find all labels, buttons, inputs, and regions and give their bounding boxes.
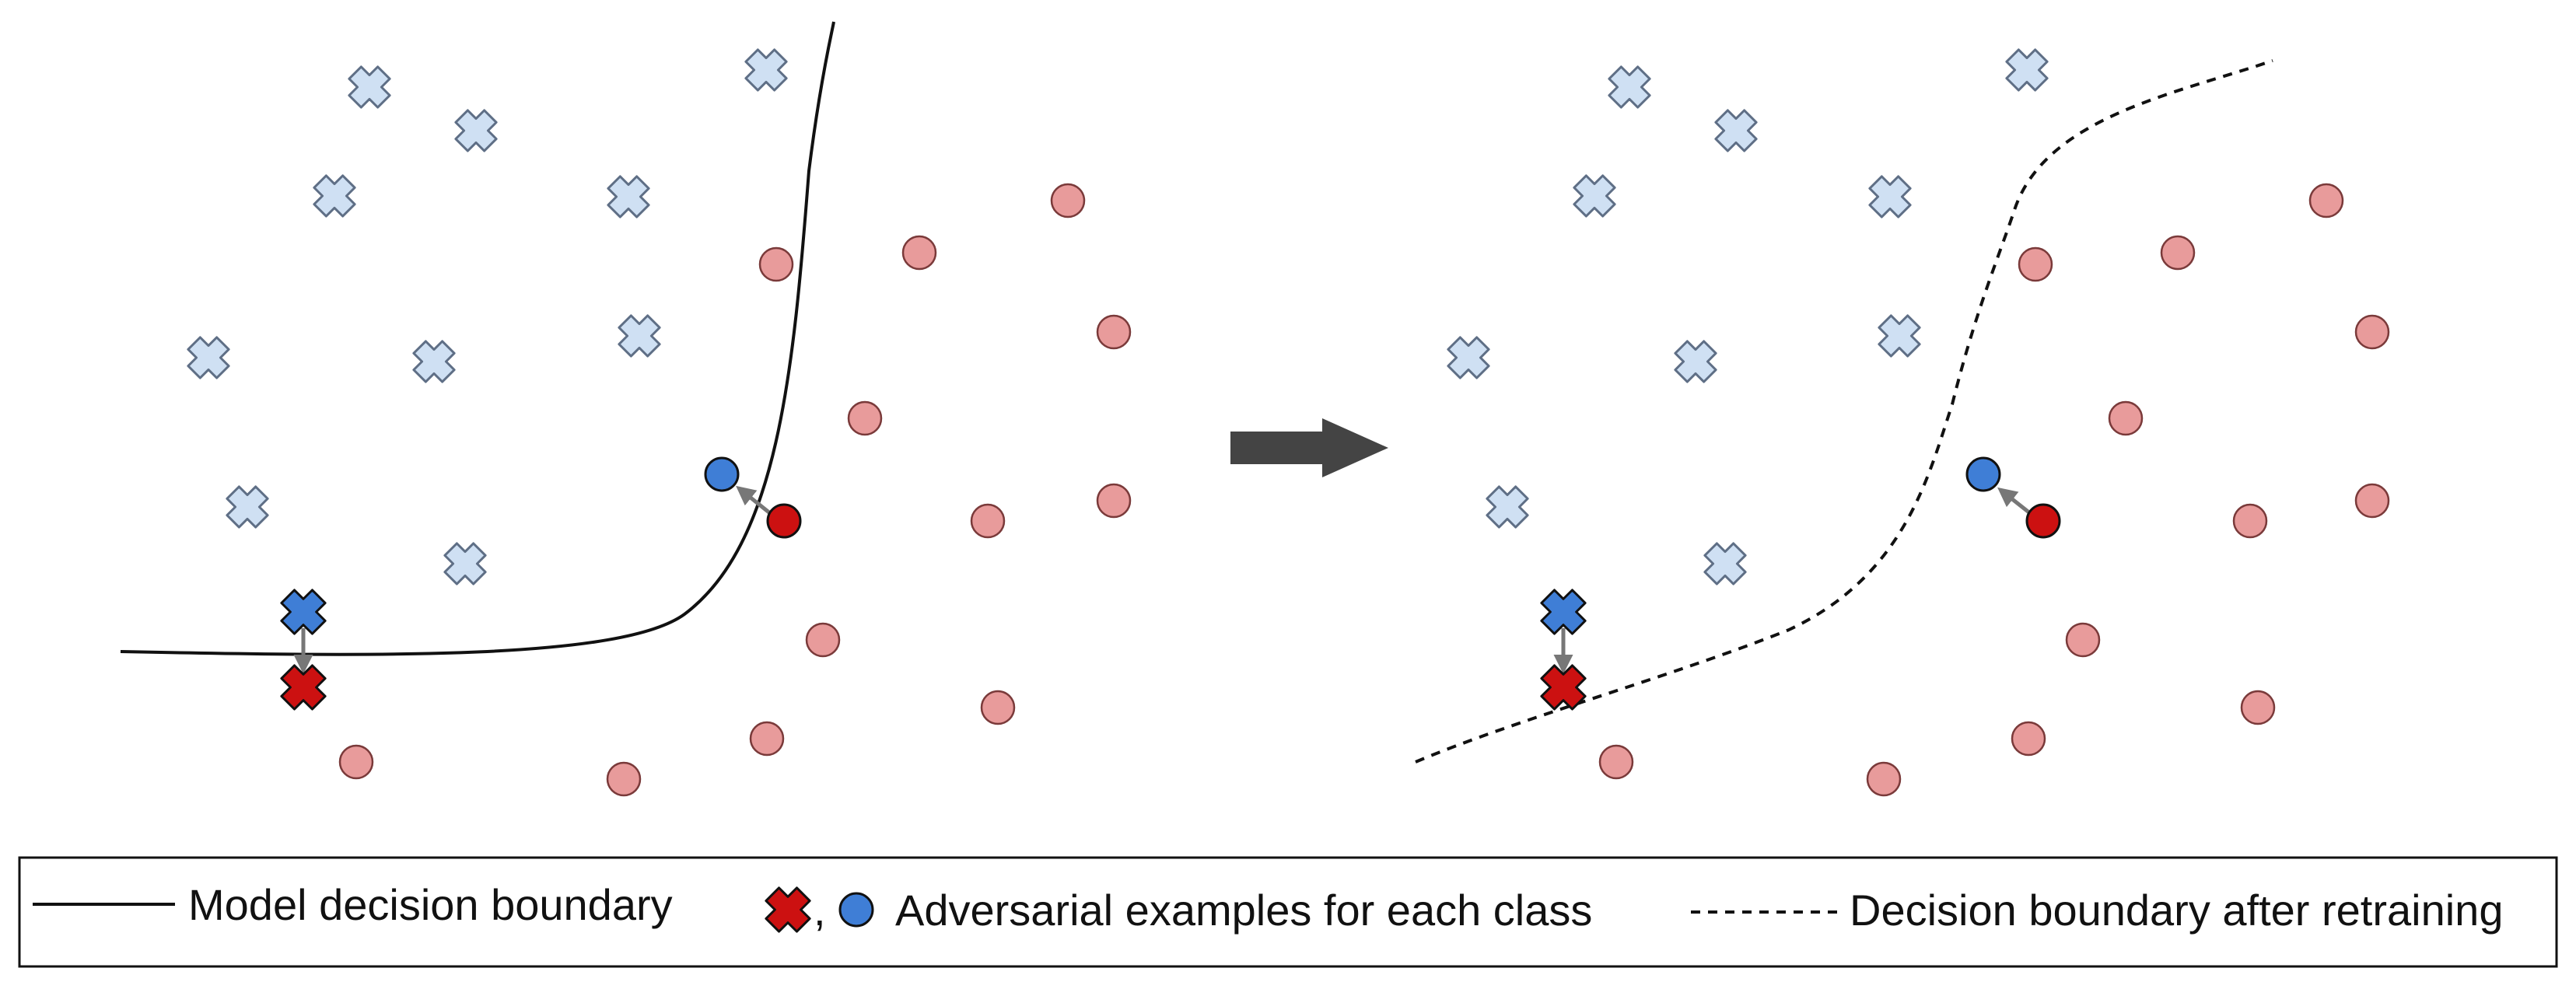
- adversarial-red-x-mark-icon: [280, 664, 327, 711]
- class-a-x-mark-icon: [1486, 485, 1529, 529]
- class-b-circle-icon: [901, 235, 937, 271]
- right-adversarial-cross-perturbed: [1540, 664, 1587, 711]
- class-a-x-mark-icon: [1674, 340, 1717, 383]
- class-b-circle-icon: [2160, 235, 2196, 271]
- class-b-circle-icon: [2018, 246, 2053, 282]
- class-a-x-mark-icon: [443, 542, 487, 585]
- right-class-b-points: [1598, 183, 2390, 797]
- class-a-x-mark-icon: [1868, 175, 1912, 218]
- class-a-x-mark-icon: [313, 174, 356, 218]
- class-a-x-mark-icon: [744, 48, 788, 92]
- right-adversarial-cross-original: [1540, 589, 1587, 635]
- right-panel: [1415, 48, 2390, 797]
- right-adversarial-circle-pair: [1965, 456, 2061, 539]
- class-b-circle-icon: [1096, 483, 1132, 519]
- right-adversarial-circle-original: [2025, 503, 2061, 539]
- class-b-circle-icon: [2232, 503, 2268, 539]
- class-b-circle-icon: [805, 622, 841, 658]
- class-a-x-mark-icon: [2005, 48, 2049, 92]
- class-a-x-mark-icon: [1878, 314, 1921, 358]
- class-a-x-mark-icon: [618, 314, 661, 358]
- legend-box: [18, 856, 2558, 968]
- right-arrow-icon: [1230, 418, 1388, 477]
- class-a-x-mark-icon: [187, 336, 230, 379]
- class-b-circle-icon: [2240, 690, 2276, 725]
- class-b-circle-icon: [2308, 183, 2344, 218]
- left-adversarial-cross-original: [280, 589, 327, 635]
- class-b-circle-icon: [1866, 761, 1902, 797]
- class-b-circle-icon: [1096, 314, 1132, 350]
- class-a-x-mark-icon: [454, 109, 498, 152]
- legend-separator: ,: [814, 886, 826, 935]
- right-perturbation-arrow-circle: [1997, 487, 2032, 515]
- class-a-x-mark-icon: [226, 485, 269, 529]
- class-b-circle-icon: [2011, 721, 2046, 757]
- class-a-x-mark-icon: [1703, 542, 1747, 585]
- left-perturbation-arrow-circle: [736, 485, 772, 515]
- class-b-circle-icon: [2065, 622, 2101, 658]
- model-decision-boundary: [120, 21, 835, 656]
- class-b-circle-icon: [2354, 314, 2390, 350]
- adversarial-blue-x-mark-icon: [280, 589, 327, 635]
- class-a-x-mark-icon: [348, 65, 391, 109]
- class-b-circle-icon: [2108, 400, 2144, 436]
- legend-adversarial-label: Adversarial examples for each class: [895, 886, 1592, 935]
- right-adversarial-circle-perturbed: [1965, 456, 2001, 492]
- class-b-circle-icon: [980, 690, 1016, 725]
- left-adversarial-cross-pair: [280, 589, 327, 711]
- right-class-a-points: [1447, 48, 2049, 585]
- legend-blue-circle-icon: [838, 892, 874, 928]
- class-a-x-mark-icon: [412, 340, 456, 383]
- legend-solid-label: Model decision boundary: [188, 880, 673, 929]
- class-b-circle-icon: [606, 761, 642, 797]
- left-class-b-points: [338, 183, 1132, 797]
- retrained-decision-boundary: [1415, 59, 2273, 764]
- left-adversarial-circle-pair: [704, 456, 802, 539]
- left-adversarial-circle-original: [766, 503, 802, 539]
- class-b-circle-icon: [970, 503, 1006, 539]
- class-b-circle-icon: [847, 400, 883, 436]
- class-b-circle-icon: [758, 246, 794, 282]
- class-b-circle-icon: [1598, 744, 1634, 780]
- left-adversarial-circle-perturbed: [704, 456, 740, 492]
- left-class-a-points: [187, 48, 788, 585]
- right-adversarial-cross-pair: [1540, 589, 1587, 711]
- legend-red-cross-icon: [765, 886, 811, 933]
- class-b-circle-icon: [749, 721, 785, 757]
- left-adversarial-cross-perturbed: [280, 664, 327, 711]
- legend-dashed-label: Decision boundary after retraining: [1850, 886, 2503, 935]
- class-b-circle-icon: [1050, 183, 1086, 218]
- class-b-circle-icon: [338, 744, 374, 780]
- class-a-x-mark-icon: [1447, 336, 1490, 379]
- adversarial-blue-x-mark-icon: [1540, 589, 1587, 635]
- class-a-x-mark-icon: [1714, 109, 1758, 152]
- class-a-x-mark-icon: [607, 175, 650, 218]
- class-a-x-mark-icon: [1573, 174, 1616, 218]
- legend-x-mark-icon: [765, 886, 811, 933]
- adversarial-red-x-mark-icon: [1540, 664, 1587, 711]
- class-a-x-mark-icon: [1608, 65, 1651, 109]
- left-panel: [120, 21, 1132, 797]
- class-b-circle-icon: [2354, 483, 2390, 519]
- legend: Model decision boundary , Adversarial ex…: [18, 856, 2558, 968]
